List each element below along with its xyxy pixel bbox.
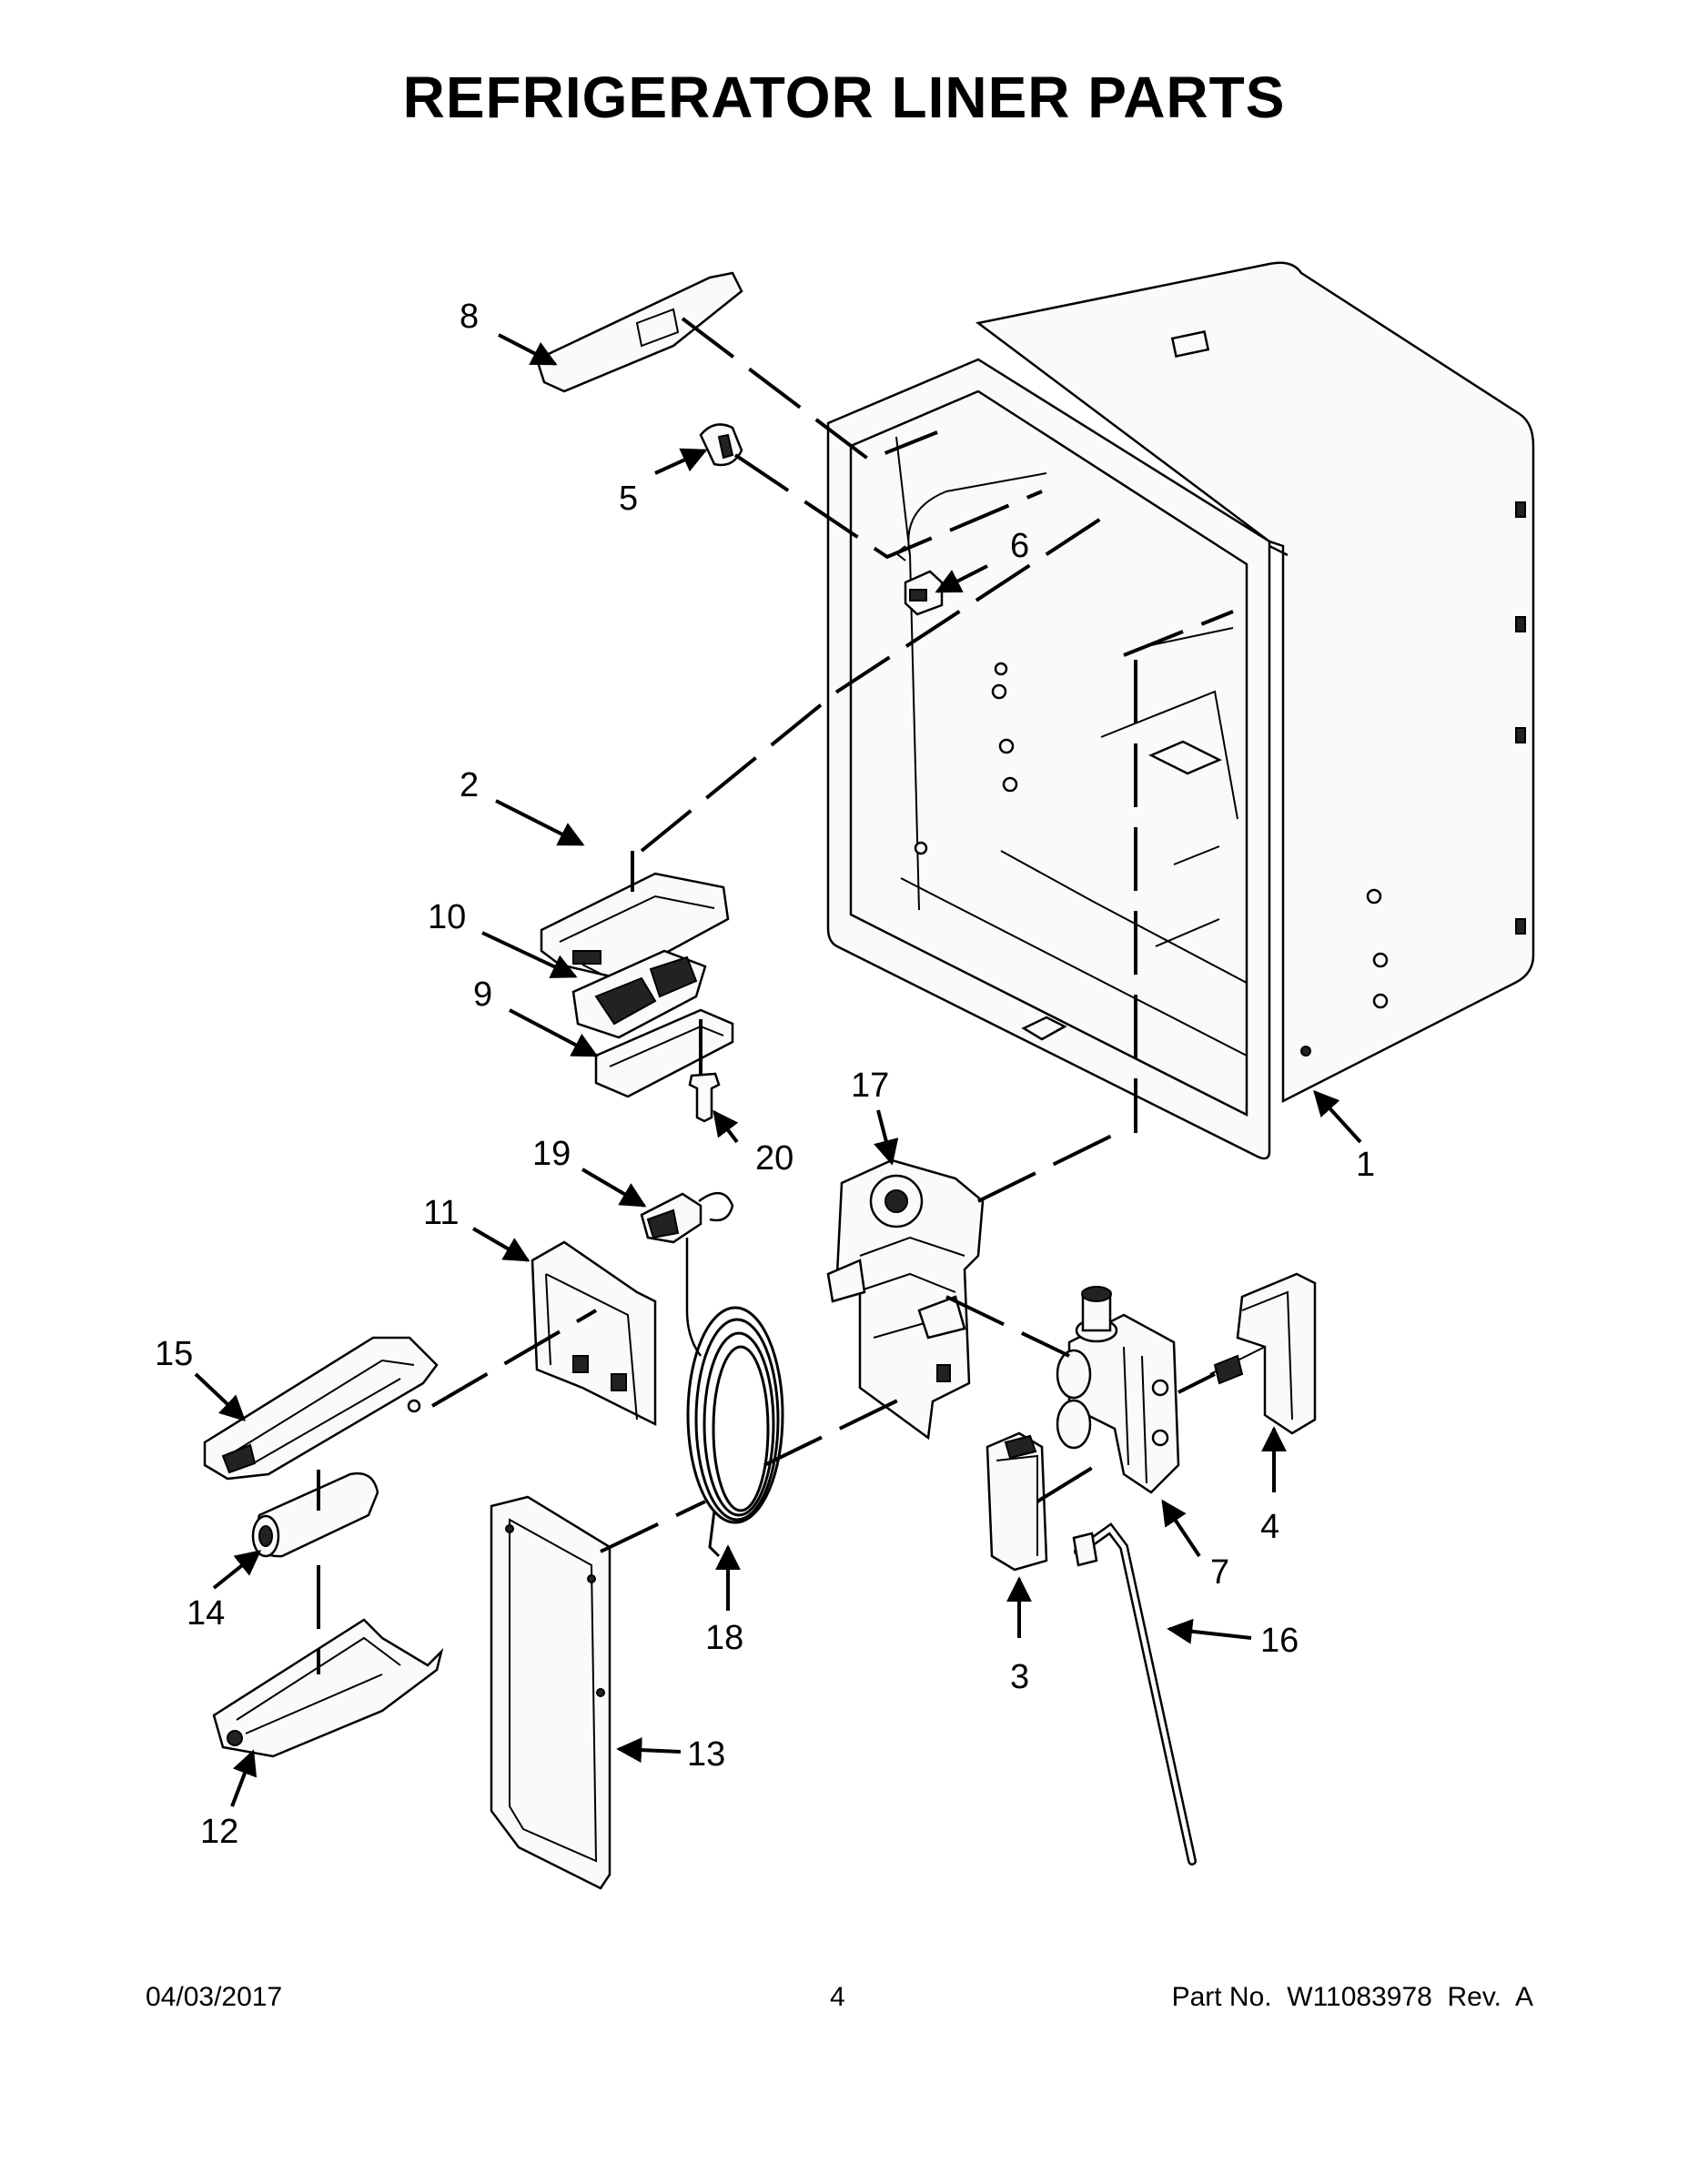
part-10-module: [571, 949, 707, 1039]
callout-7: 7: [1210, 1553, 1229, 1592]
leader-arrows: [194, 333, 1362, 1807]
callout-12: 12: [200, 1813, 238, 1851]
callout-16: 16: [1260, 1622, 1299, 1660]
part-2-tray: [540, 872, 730, 980]
part-6-clip: [904, 570, 944, 616]
part-14-filter: [251, 1471, 379, 1558]
assembly-lines: [317, 317, 1234, 1674]
callout-17: 17: [851, 1067, 889, 1105]
part-17-bracket: [826, 1158, 985, 1441]
callout-5: 5: [619, 480, 638, 518]
callout-20: 20: [755, 1139, 793, 1178]
callout-labels: 1 2 3 4 5 6 7 8 9 10 11 12 13 14 15 16 1…: [155, 298, 1375, 1851]
part-12-cover: [212, 1618, 444, 1758]
callout-9: 9: [473, 976, 492, 1014]
footer-date: 04/03/2017: [146, 1982, 283, 2012]
part-11-housing: [531, 1240, 657, 1427]
callout-19: 19: [532, 1135, 571, 1173]
part-3-bracket: [986, 1431, 1048, 1572]
callout-3: 3: [1010, 1658, 1029, 1696]
liner-box: [826, 261, 1535, 1160]
part-8-cover: [535, 271, 743, 393]
part-4-bracket: [1209, 1272, 1317, 1435]
footer-part-number: Part No. W11083978 Rev. A: [1171, 1982, 1533, 2012]
footer-page-number: 4: [830, 1982, 845, 2012]
callout-10: 10: [428, 898, 466, 936]
callout-6: 6: [1010, 527, 1029, 565]
callout-4: 4: [1260, 1508, 1279, 1546]
callout-14: 14: [187, 1594, 225, 1633]
callout-11: 11: [423, 1194, 459, 1232]
page-title: REFRIGERATOR LINER PARTS: [402, 65, 1286, 130]
callout-15: 15: [155, 1335, 193, 1373]
part-5-knob: [699, 423, 743, 467]
part-15-filter-head: [203, 1336, 439, 1481]
callout-1: 1: [1356, 1146, 1375, 1184]
callout-18: 18: [705, 1619, 743, 1657]
part-18-coil: [686, 1306, 784, 1558]
part-16-tube: [1072, 1522, 1197, 1866]
callout-13: 13: [687, 1735, 725, 1774]
callout-8: 8: [460, 298, 479, 336]
part-13-trim: [490, 1495, 612, 1890]
part-7-valve: [1056, 1286, 1180, 1494]
callout-2: 2: [460, 766, 479, 804]
part-20-screw: [688, 1072, 721, 1123]
